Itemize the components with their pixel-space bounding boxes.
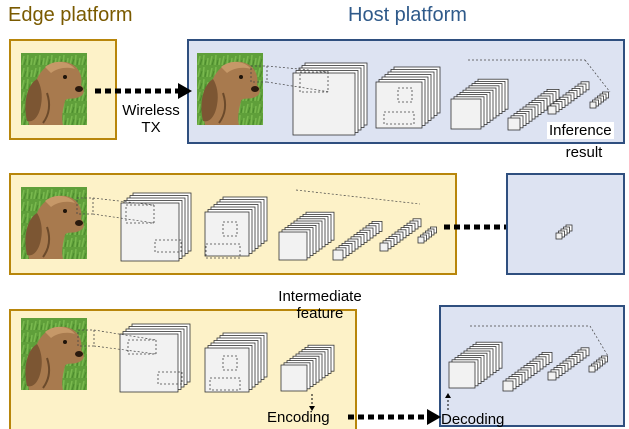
feature-map-layer (292, 72, 356, 136)
feature-map-layer (417, 236, 425, 244)
feature-map-layer (204, 211, 250, 257)
feature-map-layer (502, 380, 514, 392)
feature-map-layer (507, 117, 521, 131)
inference-result-label-line1: Inference (547, 122, 614, 139)
encoding-label: Encoding (267, 409, 330, 426)
feature-map-stack (278, 189, 421, 261)
feature-map-stack (204, 196, 268, 259)
feature-map-stack (588, 355, 608, 373)
feature-map-stack (332, 220, 383, 261)
decoding-label: Decoding (441, 411, 505, 428)
feature-map-stack (280, 344, 335, 392)
connection-line (266, 81, 331, 93)
receptive-field-marker (383, 111, 415, 125)
receptive-field-marker (250, 65, 268, 83)
host-input-image-row1 (196, 52, 264, 126)
host-platform-title: Host platform (348, 4, 467, 26)
receptive-field-marker (205, 243, 241, 259)
encoded-feature-tx-arrow (348, 409, 441, 425)
row-3-split-computing (9, 305, 625, 429)
cnn-stack-row1 (250, 59, 611, 136)
feature-map-stack (547, 81, 590, 115)
connection-line (584, 59, 611, 93)
intermediate-feature-label: Intermediate feature (262, 288, 378, 322)
feature-map-layer (119, 333, 179, 393)
feature-map-stack (379, 218, 422, 252)
feature-map-stack (417, 226, 437, 244)
feature-map-layer (555, 232, 563, 240)
feature-map-stack (507, 89, 560, 131)
feature-map-stack (76, 192, 192, 262)
feature-map-layer (278, 231, 308, 261)
connection-line (295, 189, 421, 205)
wireless-label-line2: TX (141, 119, 161, 136)
input-image-row3 (20, 317, 88, 391)
feature-map-stack (547, 347, 590, 381)
receptive-field-marker (76, 197, 94, 215)
encoding-pointer-head (309, 406, 315, 411)
receptive-field-marker (222, 355, 238, 371)
feature-map-stack (375, 66, 441, 129)
receptive-field-marker (154, 239, 182, 253)
feature-map-stack (77, 323, 191, 393)
row-1-cloud-only (9, 39, 625, 144)
row-2-edge-only (9, 173, 625, 275)
feature-map-layer (588, 365, 596, 373)
feature-map-layer (448, 361, 476, 389)
receptive-field-marker (127, 339, 157, 355)
receptive-field-marker (299, 71, 329, 93)
connection-line (589, 325, 609, 357)
feature-map-stack (589, 91, 609, 109)
feature-map-layer (332, 249, 344, 261)
feature-map-stack (555, 224, 573, 240)
receptive-field-marker (397, 87, 413, 103)
feature-map-stack (250, 62, 368, 136)
feature-map-layer (379, 242, 389, 252)
connection-line (93, 345, 157, 355)
wireless-label-line1: Wireless (122, 102, 180, 119)
feature-map-layer (547, 105, 557, 115)
arrow-head (427, 409, 441, 425)
input-image-row1 (20, 52, 88, 126)
feature-map-layer (375, 81, 423, 129)
connection-line (93, 329, 157, 341)
receptive-field-marker (222, 221, 238, 237)
intermediate-label-line2: feature (296, 305, 344, 322)
feature-map-layer (280, 364, 308, 392)
feature-map-layer (589, 101, 597, 109)
decoding-pointer-head (445, 393, 451, 398)
receptive-field-marker (125, 204, 155, 224)
cnn-stack-row3-edge (77, 323, 335, 393)
feature-map-stack (448, 325, 609, 389)
feature-map-stack (204, 332, 268, 393)
feature-map-stack (502, 351, 553, 392)
cnn-stack-row2 (76, 189, 437, 262)
edge-platform-title: Edge platform (8, 4, 133, 26)
cnn-stack-row3-host (448, 325, 609, 392)
receptive-field-marker (209, 377, 241, 391)
feature-map-layer (547, 371, 557, 381)
feature-map-layer (450, 98, 482, 130)
inference-result-label-line2: result (565, 144, 603, 161)
feature-map-stack (450, 59, 611, 130)
feature-map-layer (120, 202, 180, 262)
receptive-field-marker (77, 329, 95, 347)
wireless-tx-arrow (95, 83, 192, 99)
connection-line (266, 65, 331, 73)
arrow-head (178, 83, 192, 99)
intermediate-label-line1: Intermediate (278, 288, 362, 305)
receptive-field-marker (157, 371, 183, 385)
wireless-tx-label: Wireless TX (114, 102, 188, 136)
host-box-row2 (506, 173, 625, 275)
